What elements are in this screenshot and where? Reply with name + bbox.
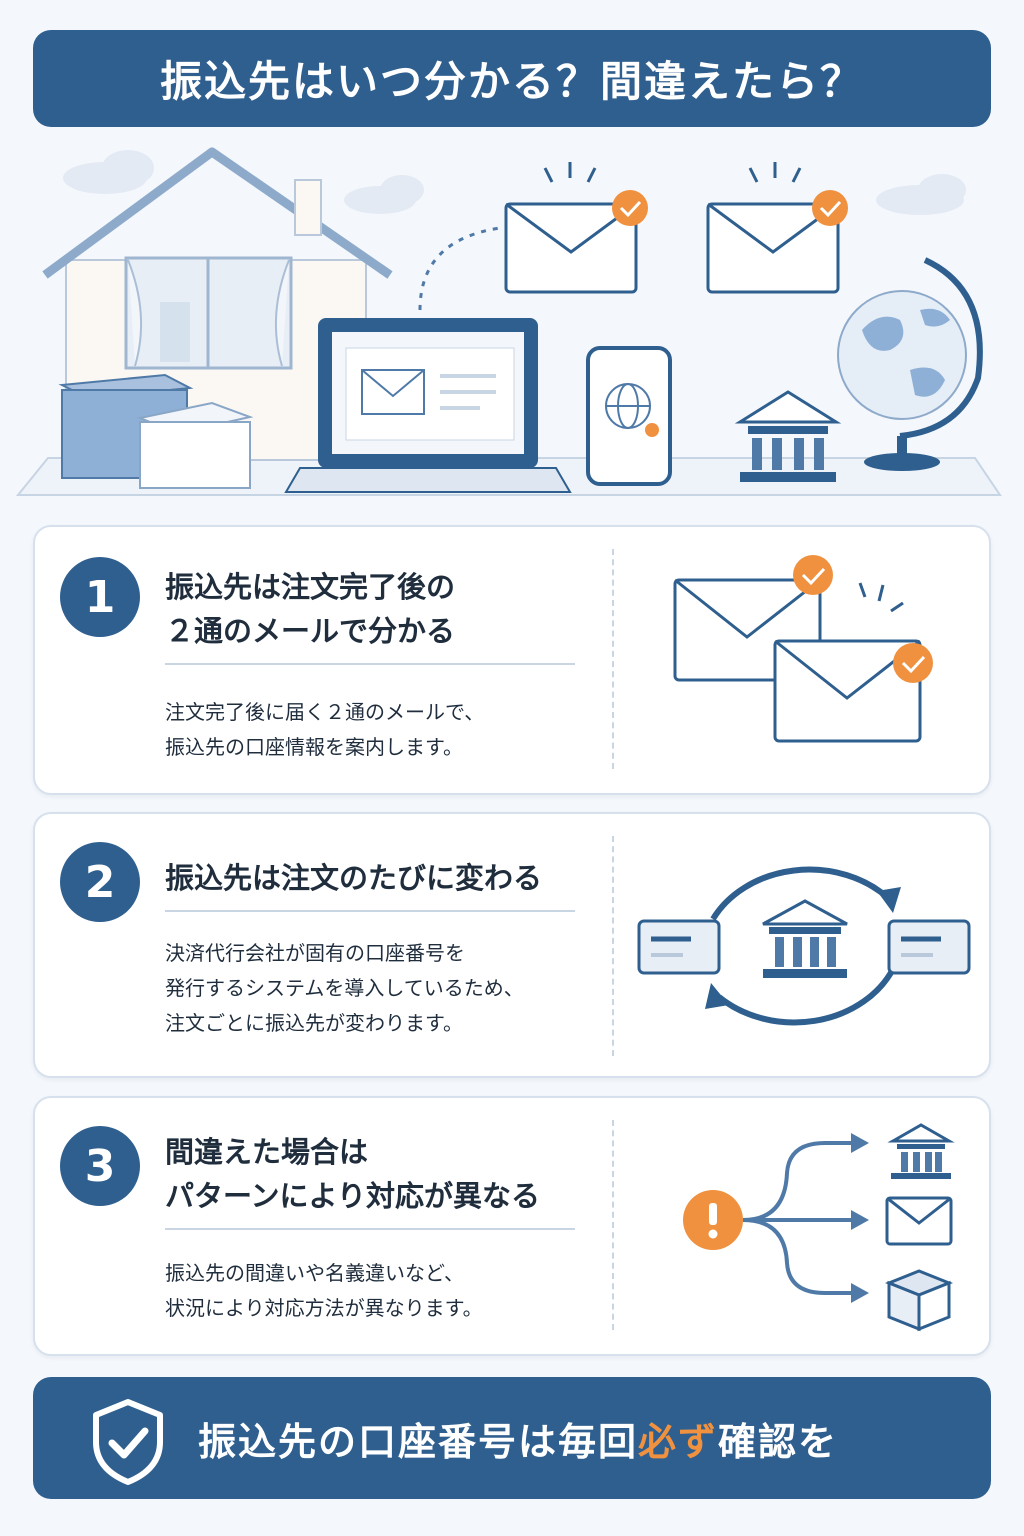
info-card-1: 1 振込先は注文完了後の ２通のメールで分かる 注文完了後に届く２通のメールで、… bbox=[33, 525, 991, 795]
step-number-badge: 3 bbox=[60, 1126, 140, 1206]
card-body-line: 注文ごとに振込先が変わります。 bbox=[165, 1011, 463, 1035]
cloud-icon bbox=[63, 150, 966, 215]
bank-icon bbox=[887, 1123, 955, 1179]
card-body-line: 決済代行会社が固有の口座番号を bbox=[165, 941, 465, 965]
footer-banner: 振込先の口座番号は毎回必ず確認を bbox=[33, 1377, 991, 1499]
envelope-icon bbox=[885, 1196, 953, 1246]
parcel-icon bbox=[58, 373, 254, 489]
shield-check-icon bbox=[93, 1399, 163, 1485]
info-card-3: 3 間違えた場合は パターンにより対応が異なる 振込先の間違いや名義違いなど、 … bbox=[33, 1096, 991, 1356]
hero-illustration bbox=[15, 147, 1002, 496]
envelope-icon bbox=[706, 162, 848, 294]
card-heading-line: パターンにより対応が異なる bbox=[165, 1179, 540, 1213]
warning-icon bbox=[683, 1190, 743, 1250]
account-card-icon bbox=[887, 919, 971, 975]
card-body-line: 発行するシステムを導入しているため、 bbox=[165, 976, 524, 1000]
card-description: 決済代行会社が固有の口座番号を 発行するシステムを導入しているため、 注文ごとに… bbox=[165, 936, 585, 1041]
step-number-badge: 2 bbox=[60, 842, 140, 922]
card-heading-line: ２通のメールで分かる bbox=[165, 614, 456, 648]
envelope-icon bbox=[504, 162, 648, 294]
card-body-line: 注文完了後に届く２通のメールで、 bbox=[165, 700, 485, 724]
card-heading-line: 振込先は注文完了後の bbox=[165, 570, 456, 604]
info-card-2: 2 振込先は注文のたびに変わる 決済代行会社が固有の口座番号を 発行するシステム… bbox=[33, 812, 991, 1078]
bank-icon bbox=[734, 390, 842, 482]
title-banner: 振込先はいつ分かる？間違えたら？ bbox=[33, 30, 991, 127]
card-heading: 間違えた場合は パターンにより対応が異なる bbox=[165, 1130, 575, 1230]
card-divider bbox=[612, 549, 614, 769]
card-description: 注文完了後に届く２通のメールで、 振込先の口座情報を案内します。 bbox=[165, 695, 585, 765]
parcel-icon bbox=[884, 1269, 954, 1332]
globe-icon bbox=[837, 257, 983, 471]
card-description: 振込先の間違いや名義違いなど、 状況により対応方法が異なります。 bbox=[165, 1256, 585, 1326]
smartphone-icon bbox=[586, 346, 672, 486]
footer-text-accent: 必ず bbox=[638, 1419, 719, 1464]
card-divider bbox=[612, 836, 614, 1056]
card-heading-line: 間違えた場合は bbox=[165, 1135, 369, 1169]
page-title: 振込先はいつ分かる？間違えたら？ bbox=[159, 57, 864, 106]
card-heading: 振込先は注文のたびに変わる bbox=[165, 856, 575, 912]
footer-text-before: 振込先の口座番号は毎回 bbox=[198, 1419, 639, 1464]
card-heading: 振込先は注文完了後の ２通のメールで分かる bbox=[165, 565, 575, 665]
account-change-illustration bbox=[637, 866, 971, 1026]
laptop-icon bbox=[284, 318, 572, 493]
branching-cases-illustration bbox=[683, 1123, 955, 1332]
card-body-line: 振込先の間違いや名義違いなど、 bbox=[165, 1261, 464, 1285]
card-body-line: 振込先の口座情報を案内します。 bbox=[165, 735, 463, 759]
footer-message: 振込先の口座番号は毎回必ず確認を bbox=[198, 1377, 838, 1499]
step-number-badge: 1 bbox=[60, 557, 140, 637]
signal-path bbox=[418, 226, 501, 311]
footer-text-after: 確認を bbox=[718, 1419, 839, 1464]
two-emails-illustration bbox=[673, 555, 933, 743]
bank-icon bbox=[762, 899, 848, 978]
card-divider bbox=[612, 1120, 614, 1330]
account-card-icon bbox=[637, 919, 721, 975]
card-body-line: 状況により対応方法が異なります。 bbox=[165, 1296, 483, 1320]
envelope-icon bbox=[773, 639, 933, 743]
card-heading-line: 振込先は注文のたびに変わる bbox=[165, 861, 543, 895]
